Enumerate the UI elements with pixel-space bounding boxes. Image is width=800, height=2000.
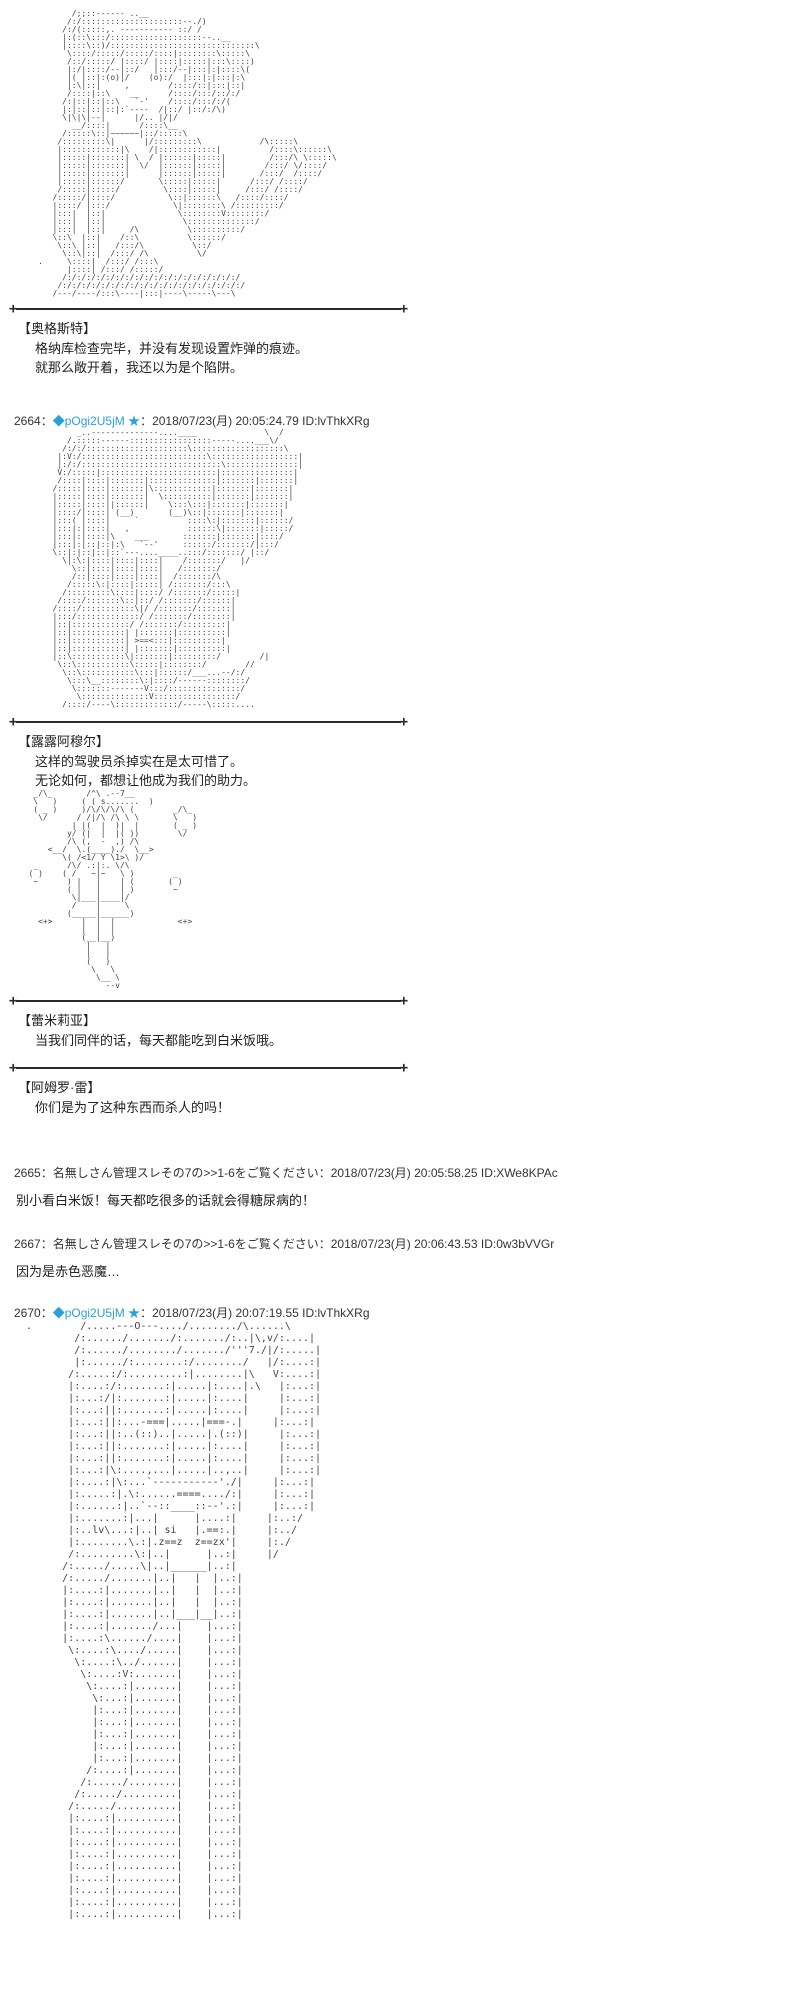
post-datetime-id: ：2018/07/23(月) 20:07:19.55 ID:lvThkXRg (140, 1306, 370, 1321)
separator (9, 993, 408, 1009)
separator (9, 714, 408, 730)
dialogue-amuro: 【阿姆罗·雷】 你们是为了这种东西而杀人的吗！ (18, 1077, 800, 1118)
speaker-label: 【露露阿穆尔】 (18, 733, 110, 749)
post-datetime-id: ：2018/07/23(月) 20:06:43.53 ID:0w3bVVGr (318, 1237, 555, 1252)
poster-name: 名無しさん管理スレその7の>>1-6をご覧ください (52, 1237, 319, 1252)
separator (9, 1060, 408, 1076)
dialogue-lulu: 【露露阿穆尔】 这样的驾驶员杀掉实在是太可惜了。 无论如何，都想让他成为我们的助… (18, 731, 800, 791)
post-header-2664: 2664：◆pOgi2U5jM ★：2018/07/23(月) 20:05:24… (14, 412, 800, 429)
post-body-2665: 别小看白米饭！每天都吃很多的话就会得糖尿病的！ (16, 1193, 316, 1209)
post-number: 2667： (14, 1237, 53, 1252)
speaker-label: 【奥格斯特】 (18, 321, 97, 336)
post-body-2667: 因为是赤色恶魔… (16, 1264, 121, 1280)
ascii-art-bottom: . /.....---O---..../......../\......\ /:… (26, 1321, 322, 1921)
dialogue-text: 这样的驾驶员杀掉实在是太可惜了。 无论如何，都想让他成为我们的助力。 (35, 753, 257, 788)
post-number: 2664： (14, 413, 53, 428)
speaker-label: 【阿姆罗·雷】 (18, 1080, 101, 1096)
poster-name: 名無しさん管理スレその7の>>1-6をご覧ください (52, 1166, 319, 1181)
dialogue-text: 当我们同伴的话，每天都能吃到白米饭哦。 (35, 1033, 283, 1049)
ascii-art-remilia: _/\_ /^\ .--7__ \ ) ( ( s....... ) ( _ )… (28, 789, 198, 991)
post-datetime-id: ：2018/07/23(月) 20:05:24.79 ID:lvThkXRg (140, 413, 370, 428)
dialogue-text: 你们是为了这种东西而杀人的吗！ (35, 1100, 231, 1116)
post-datetime-id: ：2018/07/23(月) 20:05:58.25 ID:XWe8KPAc (318, 1166, 558, 1181)
dialogue-text: 格纳库检查完毕，并没有发现设置炸弹的痕迹。 就那么敞开着，我还以为是个陷阱。 (35, 341, 309, 375)
post-header-2670: 2670：◆pOgi2U5jM ★：2018/07/23(月) 20:07:19… (14, 1304, 800, 1321)
ascii-art-augusto: /;;::------ ..__ /:/::::::::::::::::::::… (38, 9, 337, 298)
post-header-2665: 2665：名無しさん管理スレその7の>>1-6をご覧ください：2018/07/2… (14, 1164, 800, 1181)
ascii-art-lulu: _..--------------....____ \ / /.:::::---… (52, 427, 303, 709)
poster-name-link[interactable]: ◆pOgi2U5jM ★ (52, 1306, 141, 1321)
poster-name-link[interactable]: ◆pOgi2U5jM ★ (52, 413, 141, 428)
dialogue-remilia: 【蕾米莉亚】 当我们同伴的话，每天都能吃到白米饭哦。 (18, 1010, 800, 1051)
separator (9, 301, 408, 317)
post-number: 2665： (14, 1166, 53, 1181)
post-header-2667: 2667：名無しさん管理スレその7の>>1-6をご覧ください：2018/07/2… (14, 1235, 800, 1252)
post-number: 2670： (14, 1306, 53, 1321)
speaker-label: 【蕾米莉亚】 (18, 1013, 97, 1029)
dialogue-augusto: 【奥格斯特】 格纳库检查完毕，并没有发现设置炸弹的痕迹。 就那么敞开着，我还以为… (18, 318, 800, 378)
